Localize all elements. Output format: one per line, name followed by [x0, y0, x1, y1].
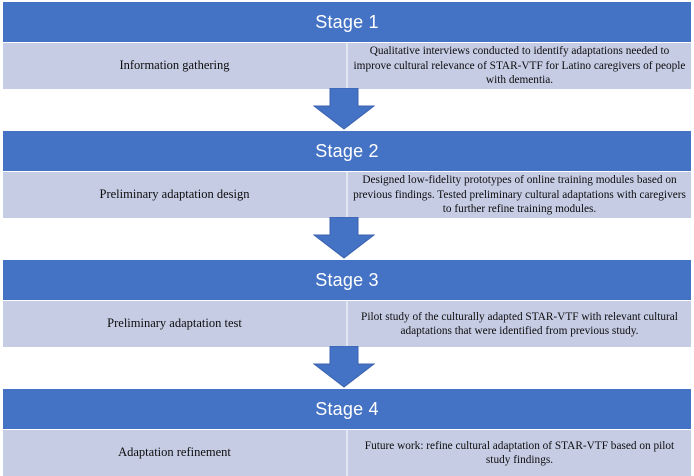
stage-body-1: Information gathering Qualitative interv… — [3, 43, 691, 89]
stage-name-2: Preliminary adaptation design — [99, 187, 250, 202]
stage-description-1: Qualitative interviews conducted to iden… — [353, 45, 686, 87]
stage-name-cell-1: Information gathering — [3, 43, 348, 89]
stage-header-label-3: Stage 3 — [315, 270, 379, 290]
stage-description-cell-1: Qualitative interviews conducted to iden… — [348, 43, 691, 89]
stage-block-1: Stage 1 Information gathering Qualitativ… — [3, 2, 691, 89]
stage-name-4: Adaptation refinement — [118, 445, 231, 460]
stage-name-3: Preliminary adaptation test — [107, 316, 242, 331]
stage-description-2: Designed low-fidelity prototypes of onli… — [353, 174, 686, 216]
stage-body-4: Adaptation refinement Future work: refin… — [3, 430, 691, 476]
stage-header-3: Stage 3 — [3, 260, 691, 301]
stage-name-cell-4: Adaptation refinement — [3, 430, 348, 476]
stage-description-cell-2: Designed low-fidelity prototypes of onli… — [348, 172, 691, 218]
stage-header-label-4: Stage 4 — [315, 399, 379, 419]
down-arrow-icon-2 — [313, 217, 375, 259]
stage-header-1: Stage 1 — [3, 2, 691, 43]
stage-body-2: Preliminary adaptation design Designed l… — [3, 172, 691, 218]
stage-block-4: Stage 4 Adaptation refinement Future wor… — [3, 389, 691, 476]
stage-description-cell-4: Future work: refine cultural adaptation … — [348, 430, 691, 476]
stage-name-cell-2: Preliminary adaptation design — [3, 172, 348, 218]
stage-name-1: Information gathering — [119, 58, 230, 73]
down-arrow-icon-3 — [313, 346, 375, 388]
stage-body-3: Preliminary adaptation test Pilot study … — [3, 301, 691, 347]
stage-header-label-2: Stage 2 — [315, 141, 379, 161]
stage-block-2: Stage 2 Preliminary adaptation design De… — [3, 131, 691, 218]
stage-description-4: Future work: refine cultural adaptation … — [364, 439, 675, 466]
stage-block-3: Stage 3 Preliminary adaptation test Pilo… — [3, 260, 691, 347]
stage-description-3: Pilot study of the culturally adapted ST… — [361, 310, 678, 337]
stage-header-4: Stage 4 — [3, 389, 691, 430]
stage-description-cell-3: Pilot study of the culturally adapted ST… — [348, 301, 691, 347]
stage-header-2: Stage 2 — [3, 131, 691, 172]
down-arrow-icon-1 — [313, 88, 375, 130]
stage-name-cell-3: Preliminary adaptation test — [3, 301, 348, 347]
stage-header-label-1: Stage 1 — [315, 12, 379, 32]
